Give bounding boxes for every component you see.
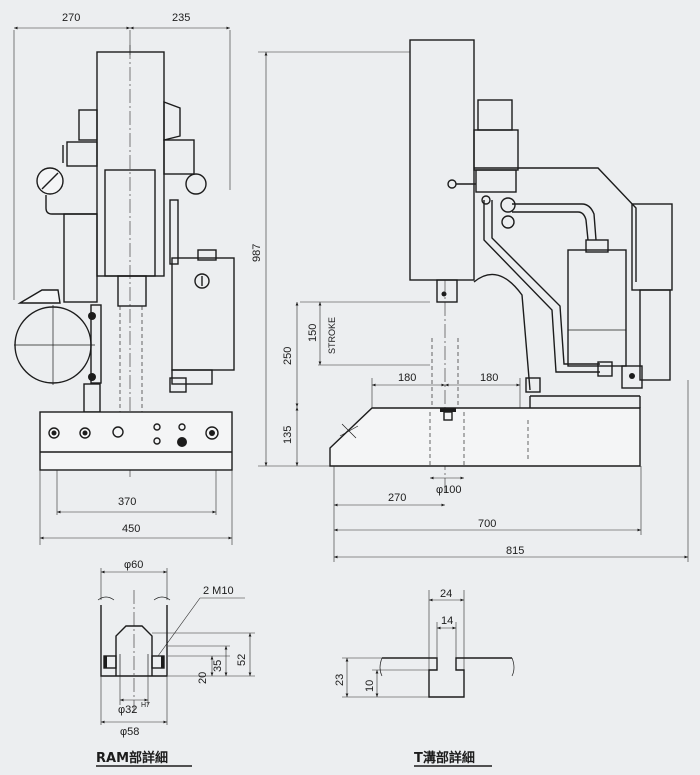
dim-270-front: 270 [62,12,80,24]
tslot-detail: 24 14 23 10 T溝部詳細 [334,588,515,767]
dim-815: 815 [506,545,524,557]
dim-270-side: 270 [388,492,406,504]
ram-bore-tolerance: H7 [141,702,150,709]
stroke-label: STROKE [327,317,337,354]
ram-h35: 35 [212,660,224,672]
ram-bore-32: φ32 [118,704,137,716]
ram-dia-58: φ58 [120,726,139,738]
dim-180-left: 180 [398,372,416,384]
ram-screw-2m10: 2 M10 [203,585,234,597]
ram-detail: φ60 2 M10 20 35 52 φ32 H7 φ58 RAM部詳細 [96,559,255,767]
dim-150-stroke: 150 [307,324,319,342]
tslot-h10: 10 [364,680,376,692]
dim-700: 700 [478,518,496,530]
tslot-detail-caption: T溝部詳細 [414,750,475,766]
tslot-h23: 23 [334,674,346,686]
front-view: 270 235 370 450 [13,12,235,545]
tslot-w24: 24 [440,588,452,600]
side-view: 987 150 STROKE 250 135 180 180 φ100 270 … [251,39,689,562]
ram-detail-caption: RAM部詳細 [96,750,168,766]
dim-180-right: 180 [480,372,498,384]
dim-450: 450 [122,523,140,535]
ram-dia-60: φ60 [124,559,143,571]
ram-h52: 52 [236,654,248,666]
dim-370: 370 [118,496,136,508]
tslot-w14: 14 [441,615,453,627]
dim-phi100: φ100 [436,484,462,496]
dim-135: 135 [282,426,294,444]
dim-235-front: 235 [172,12,190,24]
dim-987: 987 [251,244,263,262]
dim-250: 250 [282,347,294,365]
ram-h20: 20 [197,672,209,684]
